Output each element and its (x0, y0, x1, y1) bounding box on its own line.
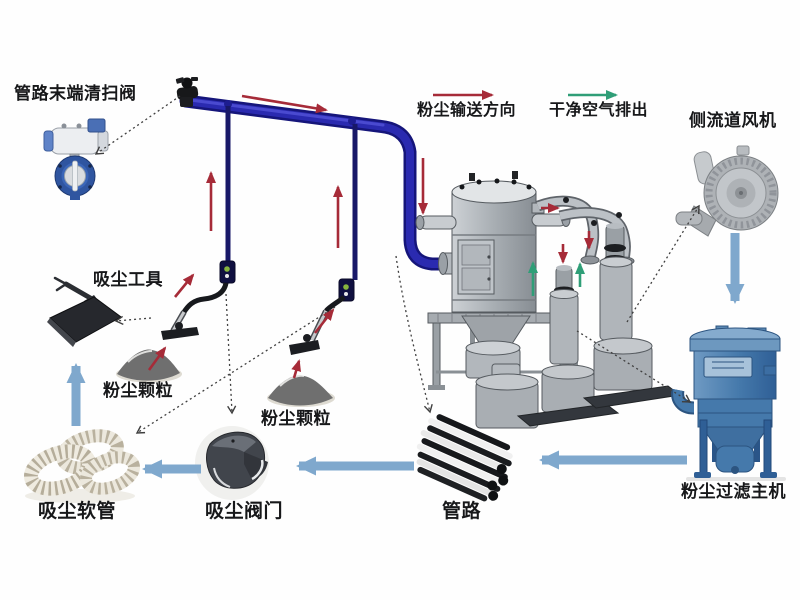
side-channel-fan-image (675, 145, 779, 237)
piping-label: 管路 (442, 500, 482, 522)
main-vacuum-pipe (179, 94, 453, 271)
dust-filter-unit-image (671, 325, 786, 481)
legend-dust-direction-label: 粉尘输送方向 (417, 100, 517, 119)
dust-pile-2 (267, 374, 335, 407)
dust-pile-1 (116, 349, 182, 383)
vacuum-valve-label: 吸尘阀门 (205, 500, 284, 522)
dust-particles-label-1: 粉尘颗粒 (103, 381, 173, 401)
callout-dotted-lines (94, 95, 700, 434)
vacuum-tool-image (47, 276, 122, 347)
process-flow-arrows (66, 233, 745, 479)
side-channel-fan-label: 侧流道风机 (689, 111, 777, 131)
dust-flow-arrows (147, 90, 594, 379)
vacuum-machine-image (415, 171, 682, 429)
dust-filter-unit-label: 粉尘过滤主机 (681, 482, 786, 502)
pipe-end-valve-image (175, 77, 199, 107)
butterfly-valve-image (43, 118, 109, 200)
vacuum-valve-image (195, 426, 269, 500)
clean-air-arrows (528, 90, 618, 296)
vacuum-wand-1 (161, 260, 236, 340)
legend-clean-air-label: 干净空气排出 (549, 100, 649, 119)
pipes-bundle-image (416, 414, 513, 502)
dust-particles-label-2: 粉尘颗粒 (261, 409, 331, 429)
pipe-end-valve-label: 管路末端清扫阀 (14, 84, 137, 104)
vacuum-wand-2 (289, 278, 355, 355)
vacuum-hose-label: 吸尘软管 (38, 500, 117, 522)
hose-coils-image (23, 429, 140, 503)
vacuum-tool-label: 吸尘工具 (93, 270, 163, 290)
